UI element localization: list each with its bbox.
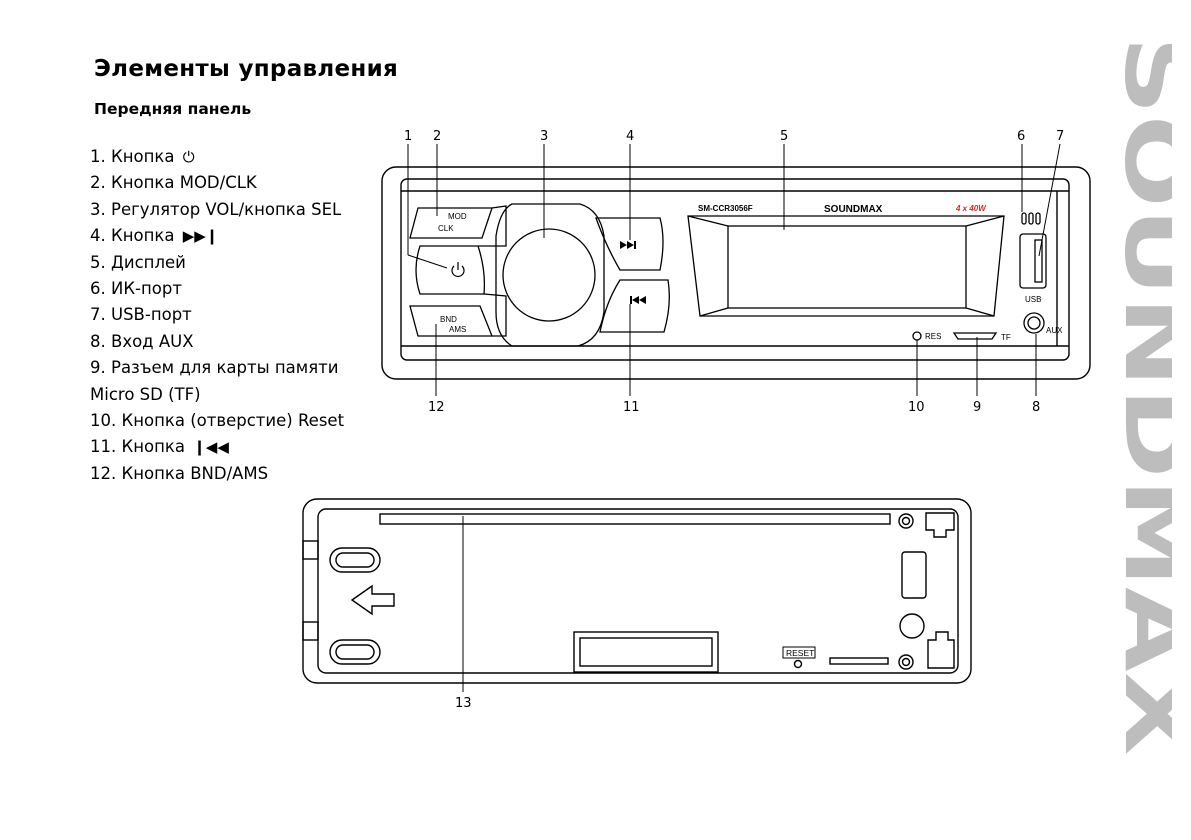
aux-input[interactable] xyxy=(1023,312,1045,334)
vol-sel-knob[interactable] xyxy=(502,228,596,322)
next-track-button[interactable] xyxy=(595,217,664,271)
legend-text: Регулятор VOL/кнопка SEL xyxy=(111,199,342,219)
callout-2: 2 xyxy=(433,129,441,144)
callout-13: 13 xyxy=(455,696,472,711)
callout-6: 6 xyxy=(1017,129,1025,144)
prev-track-icon: ❙◀◀ xyxy=(193,438,229,457)
aux-label: AUX xyxy=(1046,326,1063,335)
legend-item: 11. Кнопка ❙◀◀ xyxy=(90,434,344,460)
brand-label: SOUNDMAX xyxy=(824,204,883,215)
next-track-icon xyxy=(620,241,636,249)
legend-number: 4. xyxy=(90,226,106,246)
legend-item: 10. Кнопка (отверстие) Reset xyxy=(90,408,344,434)
tf-label: TF xyxy=(1001,333,1011,342)
knob-housing xyxy=(495,203,605,347)
direction-arrow-icon xyxy=(350,584,395,616)
brand-watermark-text: SOUNDMAX xyxy=(1112,36,1172,756)
legend-text: USB-порт xyxy=(111,305,192,325)
legend-item: 3. Регулятор VOL/кнопка SEL xyxy=(90,197,344,223)
legend-number: 12. xyxy=(90,463,117,483)
callout-8: 8 xyxy=(1032,400,1040,415)
front-panel-inner-frame xyxy=(400,178,1070,361)
legend-text: Кнопка xyxy=(111,226,175,246)
clk-label: CLK xyxy=(438,224,454,233)
mod-label: MOD xyxy=(448,212,467,221)
legend-text: Кнопка (отверстие) Reset xyxy=(121,410,345,430)
prev-track-button[interactable] xyxy=(599,279,670,333)
callout-10: 10 xyxy=(908,400,925,415)
legend-item: 1. Кнопка ⏻ xyxy=(90,144,344,170)
legend-number: 5. xyxy=(90,252,106,272)
legend-number: 8. xyxy=(90,331,106,351)
callout-4: 4 xyxy=(626,129,634,144)
usb-port[interactable] xyxy=(1019,233,1047,289)
callout-7: 7 xyxy=(1056,129,1064,144)
power-icon xyxy=(451,262,465,277)
legend-text: ИК-порт xyxy=(111,278,182,298)
legend-text: Кнопка MOD/CLK xyxy=(111,173,257,193)
front-panel-outer-frame xyxy=(381,166,1091,380)
legend-text: Вход AUX xyxy=(111,331,194,351)
callout-3: 3 xyxy=(540,129,548,144)
ir-port xyxy=(1021,212,1027,225)
legend-number: 3. xyxy=(90,199,106,219)
legend-number: 2. xyxy=(90,173,106,193)
back-panel-outer-frame xyxy=(302,498,972,684)
reset-hole[interactable] xyxy=(912,331,922,341)
display xyxy=(687,215,1005,317)
mount-hole xyxy=(329,639,381,665)
legend-number: 10. xyxy=(90,410,117,430)
legend-number: 11. xyxy=(90,437,117,457)
power-rating-label: 4 x 40W xyxy=(955,204,987,213)
back-panel-inner-frame xyxy=(317,508,959,674)
legend-text: Разъем для карты памяти xyxy=(111,358,339,378)
legend-number: 6. xyxy=(90,278,106,298)
legend-item: 7. USB-порт xyxy=(90,302,344,328)
legend-item: 9. Разъем для карты памяти xyxy=(90,355,344,381)
callout-11: 11 xyxy=(623,400,640,415)
bnd-label: BND xyxy=(440,315,457,324)
back-panel-slot xyxy=(379,513,891,525)
legend-item: 4. Кнопка ▶▶❙ xyxy=(90,223,344,249)
legend-text: Кнопка xyxy=(121,437,185,457)
next-track-icon: ▶▶❙ xyxy=(182,227,219,246)
legend-item: 12. Кнопка BND/AMS xyxy=(90,461,344,487)
legend-number: 7. xyxy=(90,305,106,325)
legend-text: Micro SD (TF) xyxy=(90,384,201,404)
mount-hole xyxy=(329,547,381,573)
legend-item: 2. Кнопка MOD/CLK xyxy=(90,170,344,196)
callout-9: 9 xyxy=(973,400,981,415)
brand-watermark: SOUNDMAX xyxy=(1112,36,1172,756)
legend-item: Micro SD (TF) xyxy=(90,382,344,408)
prev-track-icon xyxy=(630,296,646,304)
power-icon: ⏻ xyxy=(182,148,195,166)
reset-label: RESET xyxy=(786,648,814,658)
legend-item: 5. Дисплей xyxy=(90,250,344,276)
power-button[interactable] xyxy=(415,245,486,295)
ams-label: AMS xyxy=(449,325,466,334)
tf-card-slot[interactable] xyxy=(952,332,998,340)
model-label: SM-CCR3056F xyxy=(698,204,753,213)
usb-label: USB xyxy=(1025,295,1041,304)
display-inner xyxy=(727,225,967,309)
callout-12: 12 xyxy=(428,400,445,415)
legend-item: 6. ИК-порт xyxy=(90,276,344,302)
legend-text: Дисплей xyxy=(111,252,186,272)
legend-number: 1. xyxy=(90,147,106,166)
legend-number: 9. xyxy=(90,358,106,378)
legend-item: 8. Вход AUX xyxy=(90,329,344,355)
controls-legend: 1. Кнопка ⏻ 2. Кнопка MOD/CLK 3. Регулят… xyxy=(90,144,344,487)
callout-5: 5 xyxy=(780,129,788,144)
callout-1: 1 xyxy=(404,129,412,144)
section-subtitle: Передняя панель xyxy=(94,100,252,118)
mod-clk-button[interactable] xyxy=(409,207,493,239)
legend-text: Кнопка BND/AMS xyxy=(121,463,269,483)
legend-text: Кнопка xyxy=(111,147,175,166)
back-panel-contact-block xyxy=(573,631,719,673)
res-label: RES xyxy=(925,332,941,341)
page-title: Элементы управления xyxy=(94,56,399,82)
